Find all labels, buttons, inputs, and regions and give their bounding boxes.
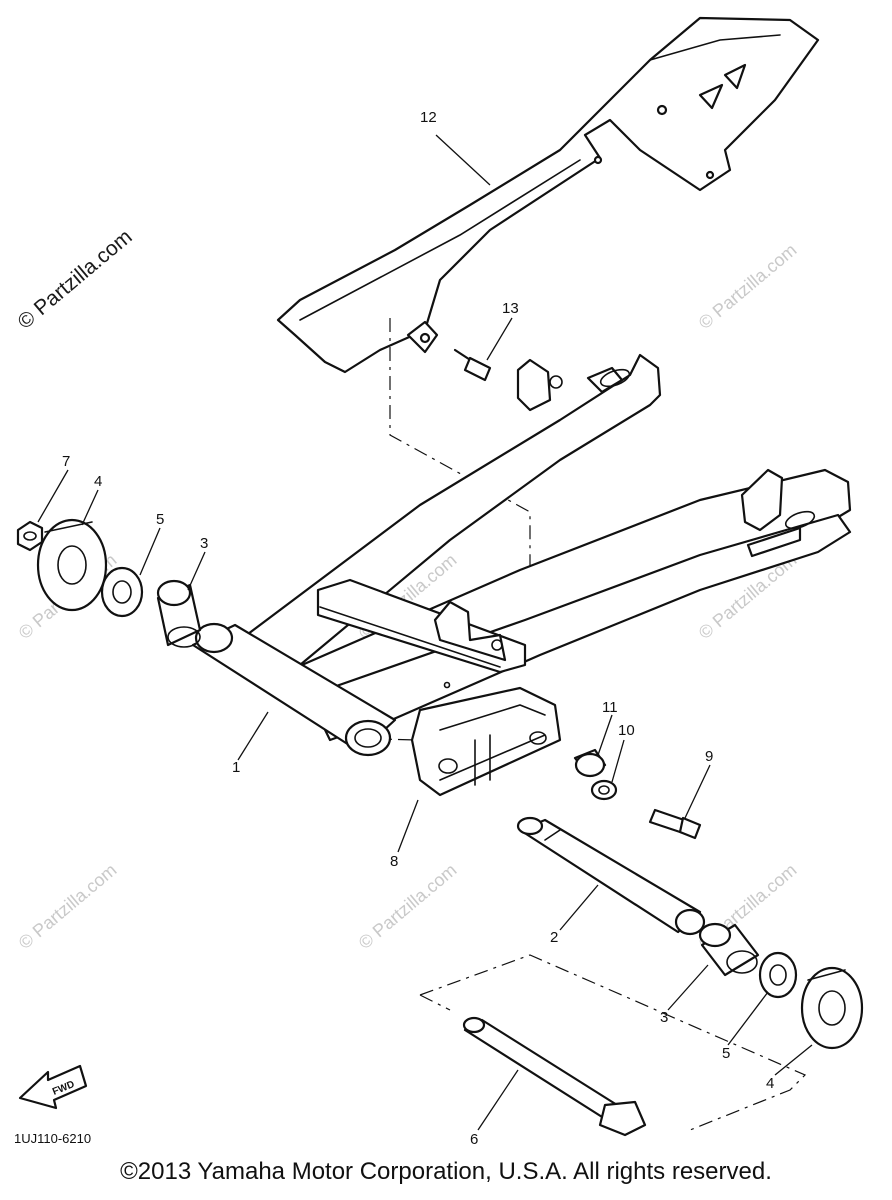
callout-4-right: 4 bbox=[766, 1075, 774, 1092]
diagram-code: 1UJ110-6210 bbox=[14, 1131, 91, 1146]
bolt-9[interactable] bbox=[648, 808, 702, 840]
callout-12: 12 bbox=[420, 109, 437, 126]
forward-arrow-icon: FWD bbox=[18, 1064, 88, 1110]
washer-10[interactable] bbox=[590, 779, 618, 801]
callout-5-right: 5 bbox=[722, 1045, 730, 1062]
oil-seal-4-right[interactable] bbox=[800, 966, 864, 1050]
callout-2: 2 bbox=[550, 929, 558, 946]
washer-5-left[interactable] bbox=[100, 566, 144, 618]
callout-13: 13 bbox=[502, 300, 519, 317]
callout-labels: 12 13 7 4 5 3 1 8 11 10 9 2 3 5 4 6 bbox=[62, 109, 774, 1148]
collar-11[interactable] bbox=[573, 748, 607, 778]
callout-1: 1 bbox=[232, 759, 240, 776]
watermark-tile: © Partzilla.com bbox=[15, 860, 121, 953]
nut-7[interactable] bbox=[16, 520, 44, 552]
watermark-main: © Partzilla.com bbox=[13, 225, 136, 334]
copyright-notice: ©2013 Yamaha Motor Corporation, U.S.A. A… bbox=[120, 1158, 772, 1185]
bushing-3-left[interactable] bbox=[156, 579, 202, 648]
swingarm[interactable] bbox=[191, 353, 852, 757]
chain-guard[interactable] bbox=[276, 16, 820, 374]
watermark-tile: © Partzilla.com bbox=[355, 860, 461, 953]
callout-8: 8 bbox=[390, 853, 398, 870]
screw-13[interactable] bbox=[453, 348, 492, 382]
washer-5-right[interactable] bbox=[758, 951, 798, 999]
shaft-2[interactable] bbox=[516, 816, 706, 936]
callout-11: 11 bbox=[602, 699, 618, 716]
callout-4-left: 4 bbox=[94, 473, 102, 490]
callout-3-left: 3 bbox=[200, 535, 208, 552]
watermark-tile: © Partzilla.com bbox=[695, 240, 801, 333]
callout-3-right: 3 bbox=[660, 1009, 668, 1026]
callout-6: 6 bbox=[470, 1131, 478, 1148]
bushing-3-right[interactable] bbox=[698, 922, 760, 977]
chain-puller[interactable] bbox=[410, 686, 562, 797]
callout-7: 7 bbox=[62, 453, 70, 470]
oil-seal-4-left[interactable] bbox=[36, 518, 108, 612]
callout-9: 9 bbox=[705, 748, 713, 765]
callout-10: 10 bbox=[618, 722, 635, 739]
pivot-shaft-6[interactable] bbox=[462, 1016, 647, 1137]
callout-5-left: 5 bbox=[156, 511, 164, 528]
leader-lines bbox=[37, 134, 813, 1131]
